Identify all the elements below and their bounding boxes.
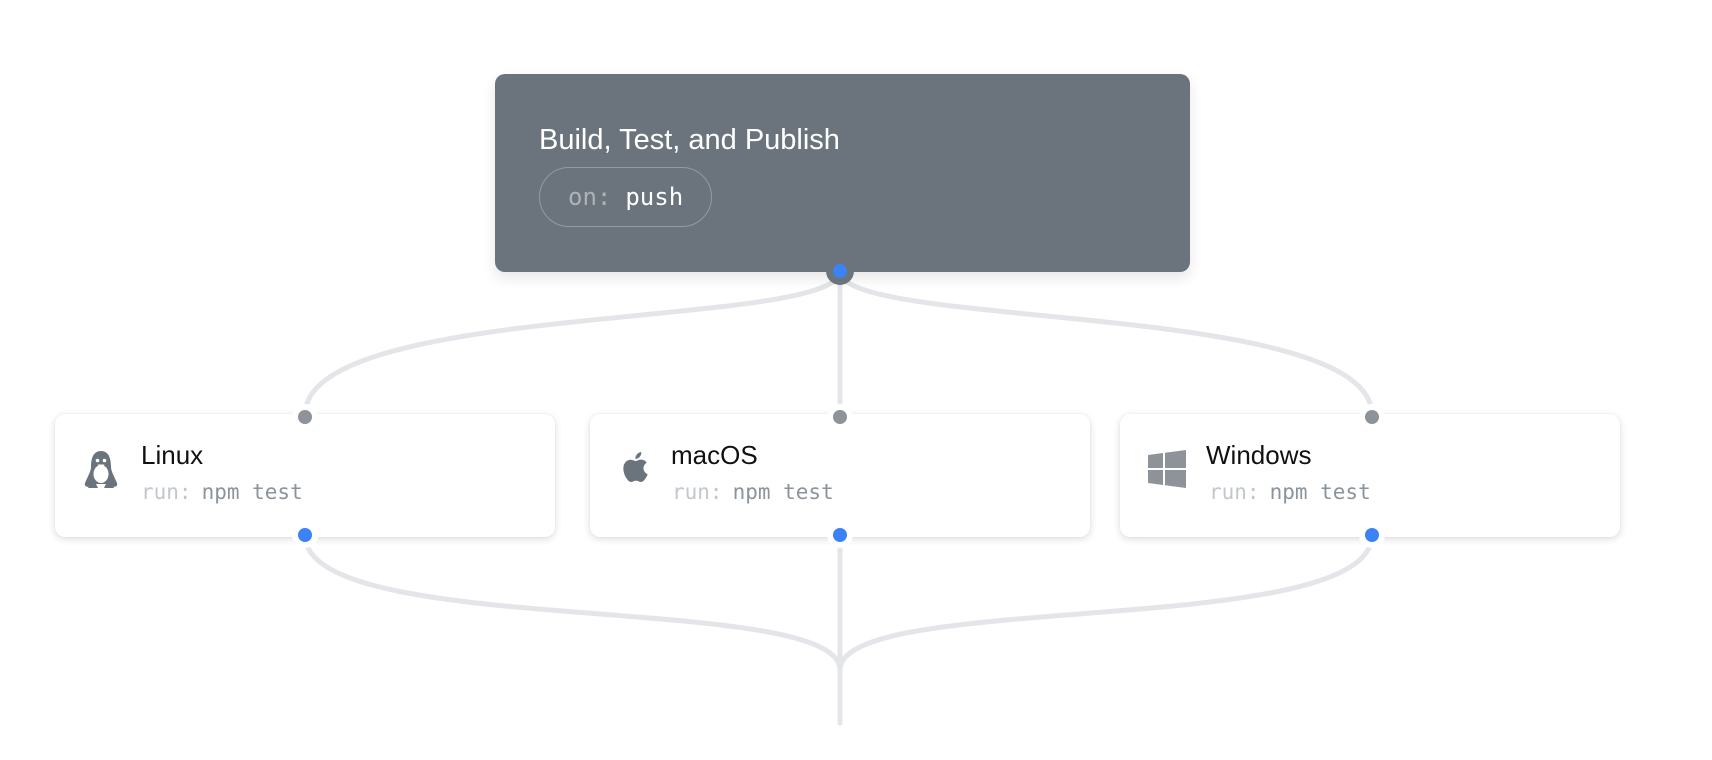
job-title-macos: macOS	[671, 440, 758, 470]
job-title-linux: Linux	[141, 440, 204, 470]
connector-windows-to-merge	[837, 532, 1375, 673]
windows-input-port[interactable]	[1365, 410, 1379, 424]
windows-output-port[interactable]	[1365, 528, 1379, 542]
trigger-on-value: push	[625, 183, 684, 211]
linux-input-port[interactable]	[298, 410, 312, 424]
job-node-windows[interactable]: Windows run: npm test	[1120, 414, 1620, 537]
connector-trigger-to-windows	[837, 268, 1375, 418]
macos-output-port[interactable]	[833, 528, 847, 542]
job-command-linux: run: npm test	[141, 480, 303, 504]
job-command-value: npm test	[201, 480, 303, 504]
job-command-windows: run: npm test	[1209, 480, 1371, 504]
windows-icon	[1147, 448, 1187, 492]
job-command-value: npm test	[1269, 480, 1371, 504]
job-node-macos[interactable]: macOS run: npm test	[590, 414, 1090, 537]
job-command-macos: run: npm test	[672, 480, 834, 504]
trigger-event-pill: on: push	[539, 167, 713, 227]
macos-input-port[interactable]	[833, 410, 847, 424]
job-command-key: run:	[1209, 480, 1260, 504]
trigger-on-key: on:	[568, 183, 612, 211]
workflow-title: Build, Test, and Publish	[539, 124, 840, 156]
connector-trigger-to-linux	[302, 268, 843, 418]
job-node-linux[interactable]: Linux run: npm test	[55, 414, 555, 537]
job-title-windows: Windows	[1206, 440, 1312, 470]
linux-output-port[interactable]	[298, 528, 312, 542]
workflow-trigger-node[interactable]: Build, Test, and Publish on: push	[495, 74, 1190, 272]
job-command-key: run:	[141, 480, 192, 504]
trigger-output-port[interactable]	[833, 264, 847, 278]
linux-tux-icon	[81, 448, 121, 492]
apple-icon	[616, 445, 656, 489]
connector-linux-to-merge	[302, 532, 843, 673]
job-command-value: npm test	[732, 480, 834, 504]
job-command-key: run:	[672, 480, 723, 504]
